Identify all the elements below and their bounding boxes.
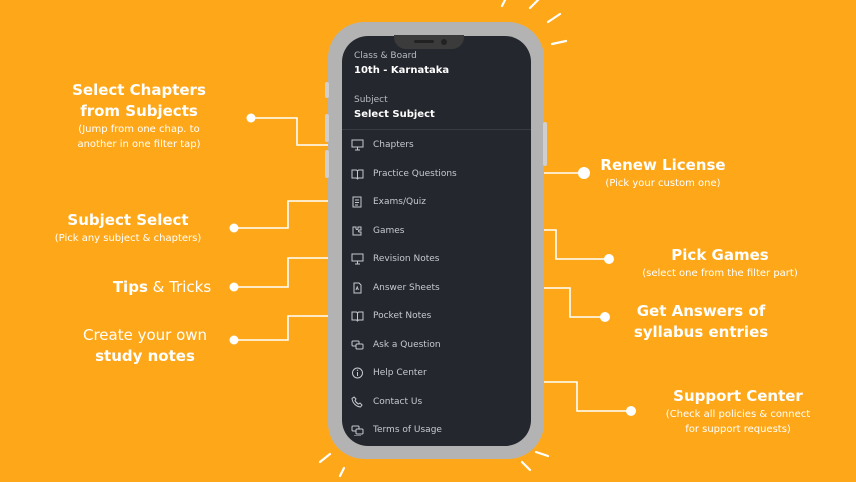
menu-item-label: Exams/Quiz [373,197,427,207]
menu-item-games[interactable]: Games [350,220,525,242]
annotation-support-center: Support Center (Check all policies & con… [640,386,836,437]
book-icon [350,309,364,323]
annotation-select-chapters: Select Chapters from Subjects (Jump from… [60,80,218,152]
phone-power-button [543,122,547,166]
menu-item-label: Contact Us [373,396,423,407]
annotation-title: Support Center [673,387,803,405]
annotation-subject-select: Subject Select (Pick any subject & chapt… [30,210,226,246]
connector-create-notes [234,315,350,341]
dot-get-answers [600,312,610,322]
menu-item-chapters[interactable]: Chapters [350,134,525,156]
menu-item-label: Chapters [373,140,414,150]
connector-support-center-branch [519,381,631,412]
class-board-value[interactable]: 10th - Karnataka [354,65,450,76]
connector-tips-tricks [234,257,350,288]
dot-create-notes [229,335,239,345]
menu-item-revision-notes[interactable]: Revision Notes [350,248,525,270]
annotation-title: from Subjects [80,102,198,120]
annotation-title: Subject Select [67,211,189,229]
connector-select-chapters [251,117,342,146]
menu-item-terms-of-usage[interactable]: Terms of Usage [350,419,525,441]
dot-renew-license [578,167,590,179]
annotation-subtitle: (Pick your custom one) [605,178,721,189]
phone-screen: Class & Board 10th - Karnataka Subject S… [342,36,531,446]
annotation-title: Get Answers of [636,302,766,320]
chat-icon [350,338,364,352]
menu-item-exams-quiz[interactable]: Exams/Quiz [350,191,525,213]
annotation-get-answers: Get Answers of syllabus entries [626,301,776,343]
annotation-pick-games: Pick Games (select one from the filter p… [616,245,824,281]
menu-item-answer-sheets[interactable]: Answer Sheets [350,277,525,299]
annotation-subtitle: (Jump from one chap. to [78,124,200,135]
dot-select-chapters [246,113,256,123]
exam-icon [350,195,364,209]
phone-button [325,150,329,178]
menu-item-label: Revision Notes [373,254,440,264]
menu-item-contact-us[interactable]: Contact Us [350,391,525,413]
annotation-title: Select Chapters [72,81,206,99]
menu-item-label: Answer Sheets [373,282,440,293]
annotation-title-bold: Tips [112,278,148,296]
annotation-title-rest: & Tricks [147,278,212,296]
info-icon [350,366,364,380]
dot-pick-games [604,254,614,264]
annotation-subtitle: (select one from the filter part) [642,268,798,279]
menu-item-label: Games [373,225,405,236]
connector-subject-select [234,200,350,229]
annotation-title: study notes [95,347,195,365]
menu-item-label: Pocket Notes [373,311,432,321]
phone-icon [350,395,364,409]
sparkle-decoration [318,0,568,478]
annotation-subtitle: for support requests) [685,424,791,435]
subject-label: Subject [354,95,388,105]
phone-button [325,82,329,98]
monitor-icon [350,138,364,152]
annotation-subtitle: (Check all policies & connect [665,409,811,420]
annotation-title: Pick Games [671,246,769,264]
menu-item-pocket-notes[interactable]: Pocket Notes [350,305,525,327]
menu-item-help-center[interactable]: Help Center [350,362,525,384]
menu-item-label: Ask a Question [373,339,441,350]
annotation-title: syllabus entries [633,323,769,341]
menu-item-ask-a-question[interactable]: Ask a Question [350,334,525,356]
document-icon [350,281,364,295]
menu-item-practice-questions[interactable]: Practice Questions [350,163,525,185]
phone-notch [394,35,464,49]
monitor-icon [350,252,364,266]
annotation-subtitle: (Pick any subject & chapters) [54,233,202,244]
terms-icon [350,423,364,437]
book-icon [350,167,364,181]
dot-support-center [626,406,636,416]
annotation-title: Renew License [600,156,726,174]
subject-value[interactable]: Select Subject [354,109,435,120]
menu-item-label: Terms of Usage [373,425,442,435]
phone-button [325,114,329,142]
divider [342,129,531,130]
annotation-tips-tricks: Tips & Tricks [100,277,224,298]
dot-subject-select [229,223,239,233]
menu-item-label: Help Center [373,368,427,378]
annotation-renew-license: Renew License (Pick your custom one) [588,155,738,191]
menu-item-label: Practice Questions [373,168,457,179]
annotation-title: Create your own [82,326,208,344]
dot-tips-tricks [229,282,239,292]
annotation-subtitle: another in one filter tap) [77,139,201,150]
class-board-label: Class & Board [354,51,417,61]
annotation-create-notes: Create your own study notes [62,325,228,367]
puzzle-icon [350,224,364,238]
